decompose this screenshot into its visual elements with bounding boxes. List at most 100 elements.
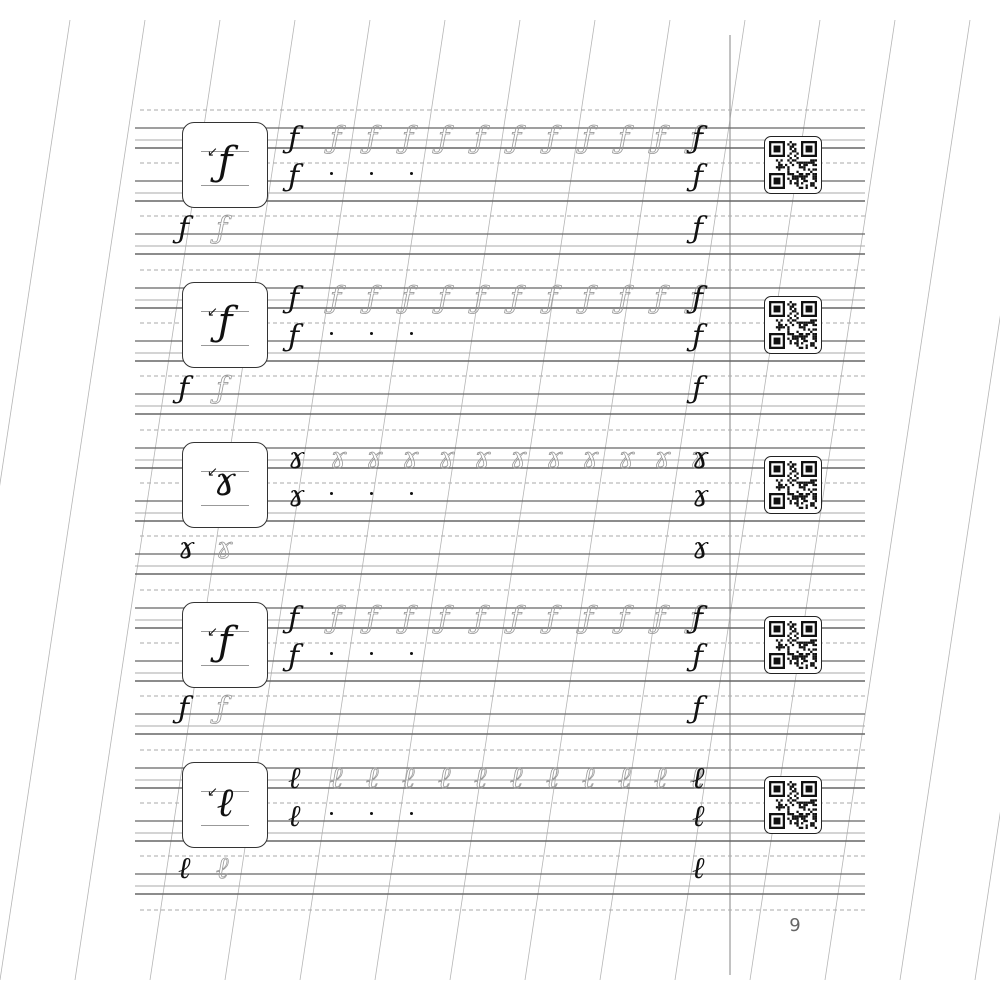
tracing-letter[interactable]: ℓ: [438, 761, 451, 796]
guide-dot: [330, 492, 333, 495]
tracing-letter[interactable]: ɤ: [330, 441, 348, 476]
tracing-letter[interactable]: ƒ: [618, 601, 630, 636]
tracing-letter[interactable]: ℓ: [366, 761, 379, 796]
tracing-letter[interactable]: ƒ: [438, 281, 450, 316]
tracing-letter[interactable]: ƒ: [216, 211, 228, 246]
tracing-letter[interactable]: ƒ: [582, 601, 594, 636]
tracing-letter[interactable]: ƒ: [474, 601, 486, 636]
tracing-letter[interactable]: ƒ: [474, 281, 486, 316]
model-letter-tile: ℓ↙: [182, 762, 268, 848]
tracing-letter[interactable]: ƒ: [402, 601, 414, 636]
tracing-letter[interactable]: ƒ: [216, 371, 228, 406]
tracing-letter[interactable]: ƒ: [618, 281, 630, 316]
rule-line: [374, 19, 521, 981]
tracing-letter[interactable]: ɤ: [618, 441, 636, 476]
tile-guide-line: [201, 631, 249, 632]
tracing-letter[interactable]: ƒ: [690, 121, 702, 156]
tracing-letter[interactable]: ƒ: [510, 601, 522, 636]
model-letter-tile: ƒ↙: [182, 282, 268, 368]
qr-code-icon[interactable]: [764, 776, 822, 834]
sample-letter-end: ɤ: [692, 479, 709, 514]
tracing-letter[interactable]: ℓ: [216, 851, 229, 886]
qr-code-icon[interactable]: [764, 136, 822, 194]
tracing-letter[interactable]: ɤ: [474, 441, 492, 476]
sample-letter: ƒ: [288, 121, 300, 156]
tracing-letter[interactable]: ɤ: [510, 441, 528, 476]
model-letter-tile: ɤ↙: [182, 442, 268, 528]
sample-letter: ƒ: [288, 639, 300, 674]
tracing-letter[interactable]: ɤ: [438, 441, 456, 476]
tracing-letter[interactable]: ɤ: [690, 441, 708, 476]
tracing-letter[interactable]: ƒ: [402, 121, 414, 156]
tracing-letter[interactable]: ɤ: [582, 441, 600, 476]
sample-letter: ƒ: [178, 211, 190, 246]
tracing-letter[interactable]: ƒ: [654, 601, 666, 636]
tracing-letter[interactable]: ℓ: [330, 761, 343, 796]
tracing-letter[interactable]: ɤ: [216, 531, 234, 566]
rule-line: [899, 315, 1000, 981]
sample-letter-end: ƒ: [692, 639, 704, 674]
stroke-arrow-icon: ↙: [207, 785, 218, 800]
tracing-letter[interactable]: ƒ: [330, 601, 342, 636]
qr-code-icon[interactable]: [764, 456, 822, 514]
tracing-letter[interactable]: ƒ: [618, 121, 630, 156]
tracing-letter[interactable]: ƒ: [546, 281, 558, 316]
tracing-letter[interactable]: ƒ: [366, 281, 378, 316]
sample-letter-end: ɤ: [692, 531, 709, 566]
tracing-letter[interactable]: ℓ: [690, 761, 703, 796]
tracing-letter[interactable]: ℓ: [474, 761, 487, 796]
tracing-letter[interactable]: ƒ: [474, 121, 486, 156]
guide-dot: [410, 172, 413, 175]
tracing-letter[interactable]: ƒ: [366, 601, 378, 636]
sample-letter: ɤ: [288, 479, 305, 514]
page-number: 9: [789, 915, 801, 936]
tracing-letter[interactable]: ɤ: [546, 441, 564, 476]
tile-guide-line: [201, 345, 249, 346]
tile-guide-line: [201, 825, 249, 826]
tracing-letter[interactable]: ƒ: [690, 601, 702, 636]
tracing-letter[interactable]: ℓ: [582, 761, 595, 796]
tracing-letter[interactable]: ƒ: [546, 121, 558, 156]
tracing-letter[interactable]: ɤ: [366, 441, 384, 476]
tracing-letter[interactable]: ƒ: [510, 281, 522, 316]
guide-dot: [370, 652, 373, 655]
sample-letter-end: ƒ: [692, 601, 704, 636]
model-letter: ƒ: [217, 619, 233, 665]
tracing-letter[interactable]: ƒ: [546, 601, 558, 636]
tracing-letter[interactable]: ƒ: [438, 121, 450, 156]
sample-letter-end: ƒ: [692, 691, 704, 726]
tile-guide-line: [201, 791, 249, 792]
tracing-letter[interactable]: ƒ: [330, 121, 342, 156]
tracing-letter[interactable]: ℓ: [510, 761, 523, 796]
tile-guide-line: [201, 505, 249, 506]
tracing-letter[interactable]: ƒ: [330, 281, 342, 316]
tracing-letter[interactable]: ℓ: [546, 761, 559, 796]
model-letter-tile: ƒ↙: [182, 602, 268, 688]
tracing-letter[interactable]: ƒ: [582, 281, 594, 316]
tracing-letter[interactable]: ƒ: [582, 121, 594, 156]
tracing-letter[interactable]: ƒ: [690, 281, 702, 316]
sample-letter-end: ƒ: [692, 281, 704, 316]
sample-letter-end: ɤ: [692, 441, 709, 476]
tracing-letter[interactable]: ℓ: [402, 761, 415, 796]
tile-guide-line: [201, 665, 249, 666]
tracing-letter[interactable]: ƒ: [402, 281, 414, 316]
tracing-letter[interactable]: ɤ: [402, 441, 420, 476]
tracing-letter[interactable]: ƒ: [654, 121, 666, 156]
sample-letter: ℓ: [288, 799, 301, 834]
tracing-letter[interactable]: ℓ: [654, 761, 667, 796]
tracing-letter[interactable]: ɤ: [654, 441, 672, 476]
tracing-letter[interactable]: ƒ: [654, 281, 666, 316]
tracing-letter[interactable]: ƒ: [216, 691, 228, 726]
tracing-letter[interactable]: ℓ: [618, 761, 631, 796]
model-letter: ƒ: [217, 299, 233, 345]
tracing-letter[interactable]: ƒ: [510, 121, 522, 156]
qr-code-icon[interactable]: [764, 296, 822, 354]
stroke-arrow-icon: ↙: [207, 465, 218, 480]
qr-code-icon[interactable]: [764, 616, 822, 674]
rule-line: [299, 19, 446, 981]
tracing-letter[interactable]: ƒ: [366, 121, 378, 156]
tracing-letter[interactable]: ƒ: [438, 601, 450, 636]
